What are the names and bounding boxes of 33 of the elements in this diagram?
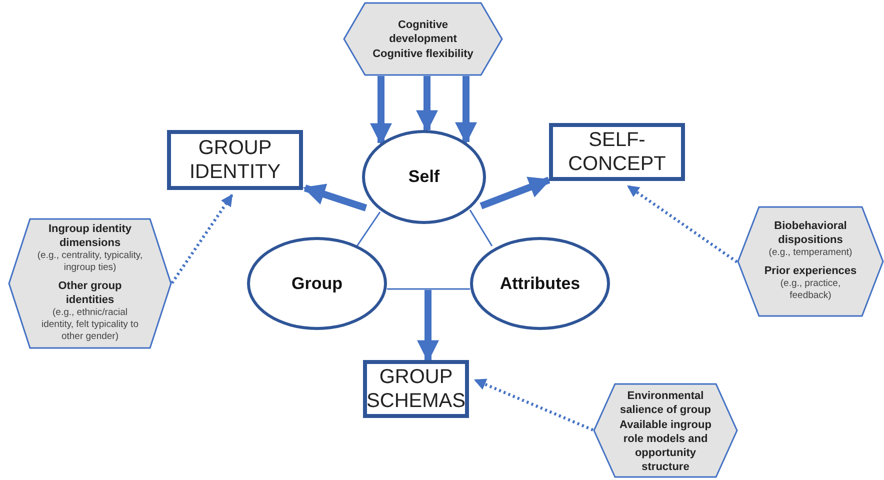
construct-ellipse: Attributes [470,237,610,330]
factor-text: Cognitive flexibility [372,47,474,61]
influence-hexagon [343,2,503,76]
example-text: (e.g., temperament) [768,246,852,258]
concept-box: SELF-CONCEPT [549,123,685,181]
factor-text: Ingroup identity dimensions [47,222,133,250]
factor-text: Cognitive development [388,18,458,46]
factor-text: Biobehavioral dispositions [773,218,848,246]
construct-ellipse: Group [247,237,387,330]
factor-text: Prior experiences [764,264,857,278]
factor-text: Environmental salience of group [618,388,712,416]
arrow [417,290,439,362]
arrow [474,378,594,432]
example-text: (e.g., centrality, typicality, ingroup ties) [36,250,144,274]
connector-line [356,212,381,246]
influence-hexagon [737,206,884,317]
connector-line [469,210,493,246]
construct-ellipse: Self [362,130,486,224]
arrow [455,76,477,144]
factor-text: Other group identities [57,278,123,306]
arrow [302,184,368,212]
arrow [170,194,234,284]
influence-hexagon [593,383,738,478]
arrow [416,76,438,132]
influence-hexagon [8,218,172,349]
arrow [480,176,552,210]
connector-line [387,288,470,290]
factor-text: Available ingroup role models and opportunity structure [618,418,712,474]
example-text: (e.g., practice, feedback) [779,278,842,302]
concept-box: GROUP SCHEMAS [363,360,469,418]
example-text: (e.g., ethnic/racial identity, felt typicality to other gender) [40,306,140,342]
arrow [627,184,738,264]
concept-box: GROUP IDENTITY [167,130,303,190]
